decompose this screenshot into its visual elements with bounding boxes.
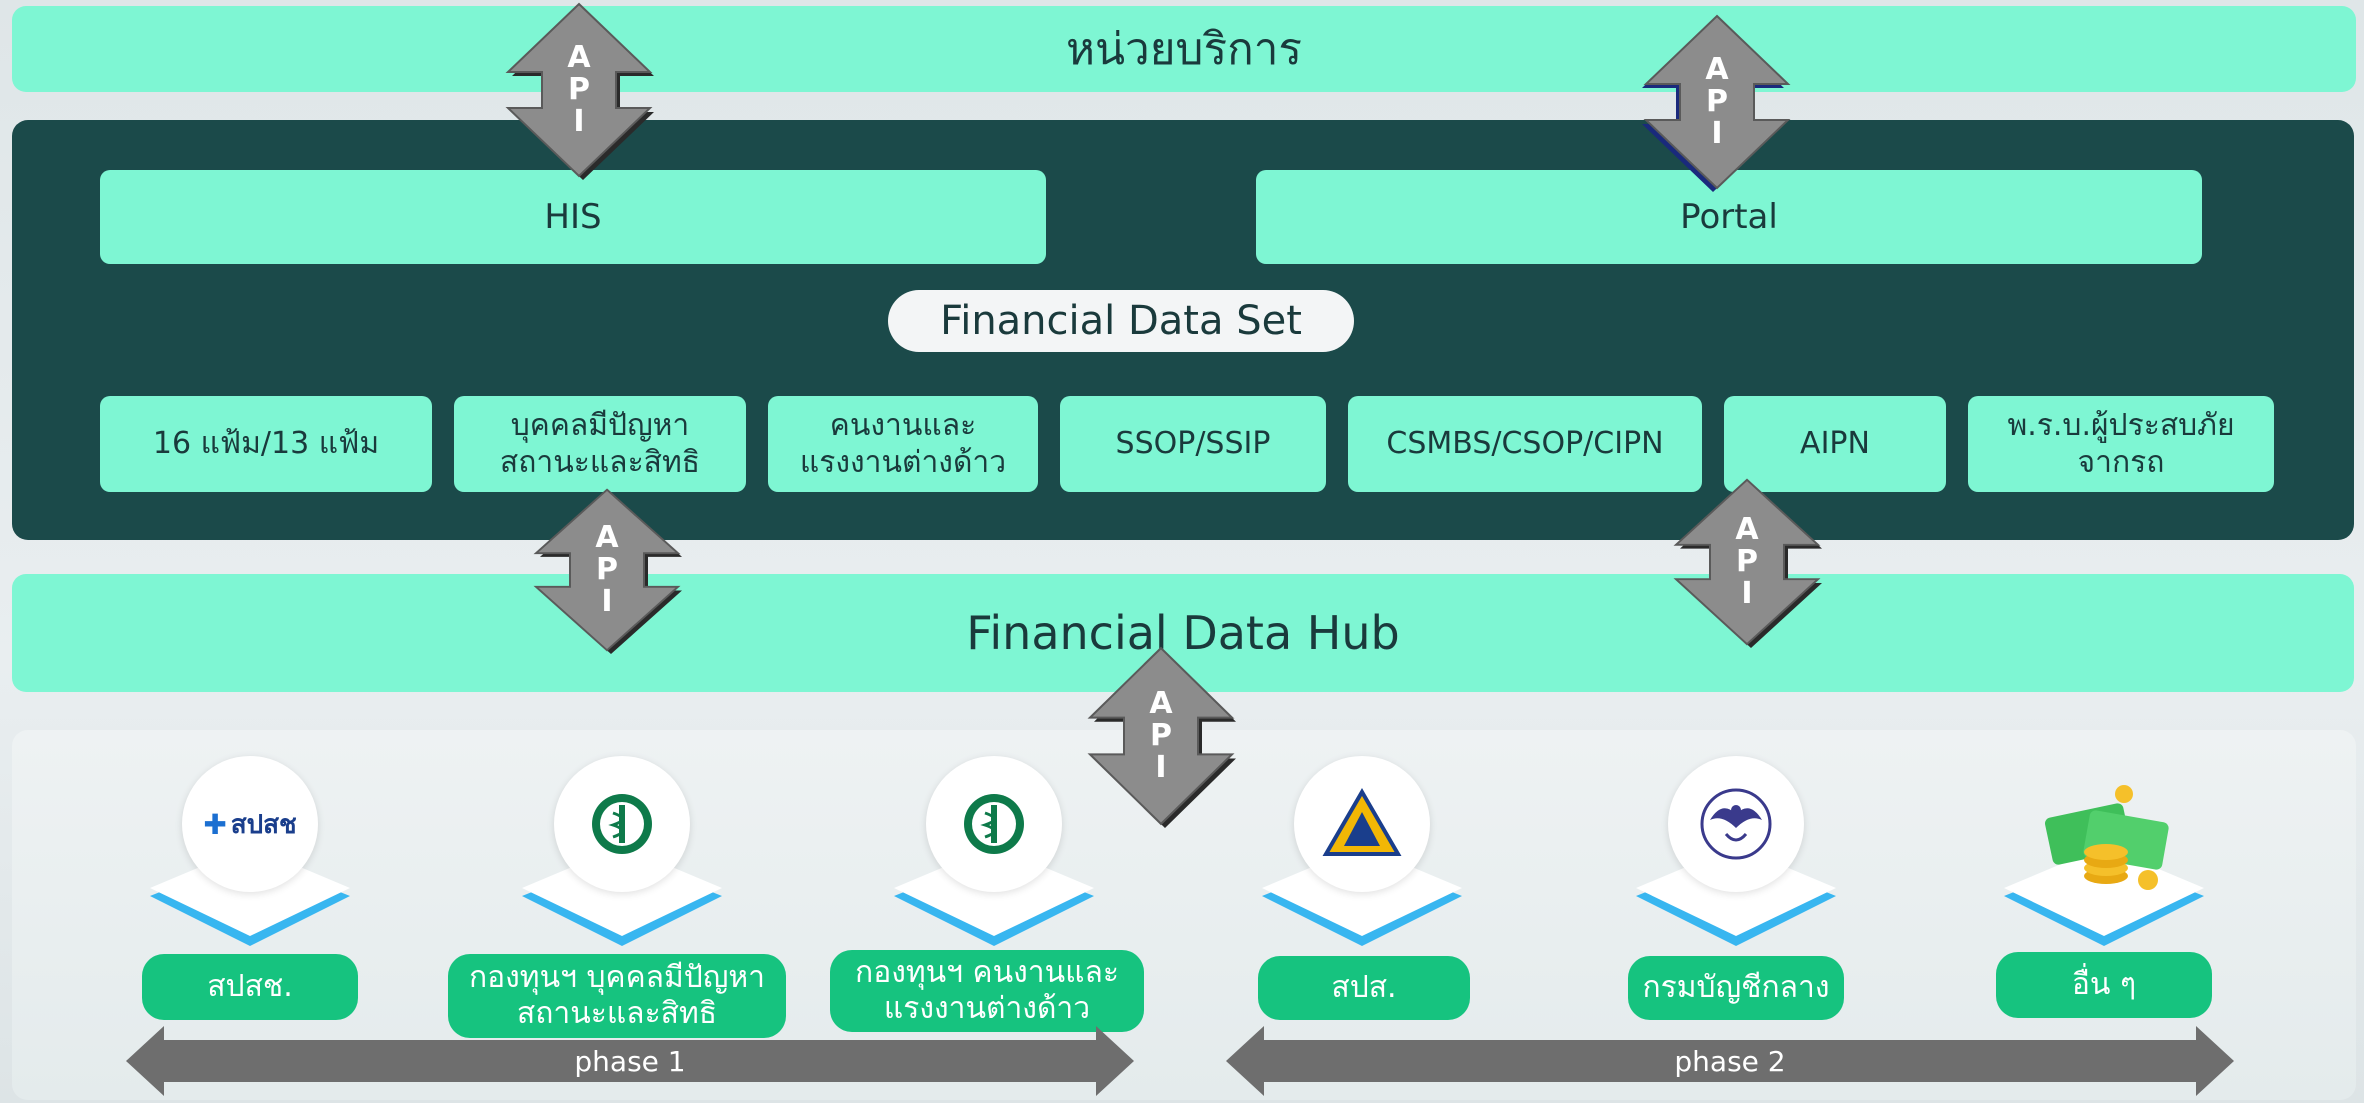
his-label: HIS	[544, 197, 602, 237]
agency-pill: สปส.	[1258, 956, 1470, 1020]
garuda-icon	[1700, 788, 1772, 860]
agency-name: อื่น ๆ	[2071, 967, 2137, 1002]
api-letter: P	[1150, 718, 1172, 753]
api-letter: A	[1735, 512, 1759, 547]
dataset-box: CSMBS/CSOP/CIPN	[1348, 396, 1702, 492]
api-arrow: A P I	[1086, 644, 1236, 828]
portal-label: Portal	[1680, 197, 1778, 237]
moph-emblem-icon	[592, 794, 652, 854]
moph-logo-icon	[554, 756, 690, 892]
api-double-arrow-icon	[505, 2, 654, 180]
dataset-box: 16 แฟ้ม/13 แฟ้ม	[100, 396, 432, 492]
phase-label: phase 2	[1674, 1044, 1786, 1078]
dataset-label: 16 แฟ้ม/13 แฟ้ม	[152, 426, 380, 462]
api-letter: I	[1741, 576, 1753, 611]
agency-name: สปส.	[1331, 970, 1397, 1005]
api-letter: P	[596, 552, 618, 587]
api-letter: I	[573, 104, 585, 139]
nhso-logo-icon: ✚ สปสช	[182, 756, 318, 892]
api-letter: A	[595, 520, 619, 555]
dataset-box: SSOP/SSIP	[1060, 396, 1326, 492]
api-double-arrow-icon	[1087, 646, 1236, 828]
sso-triangle-icon	[1322, 788, 1402, 856]
api-arrow: A P I	[504, 0, 654, 180]
dataset-label: พ.ร.บ.ผู้ประสบภัย จากรถ	[2007, 407, 2235, 481]
api-double-arrow-icon	[1673, 478, 1822, 648]
dataset-label: AIPN	[1800, 426, 1870, 462]
financial-data-set-pill: Financial Data Set	[888, 290, 1354, 352]
api-letter: P	[568, 72, 590, 107]
dataset-label: SSOP/SSIP	[1115, 426, 1271, 462]
dataset-box: บุคคลมีปัญหา สถานะและสิทธิ	[454, 396, 746, 492]
dataset-label: คนงานและ แรงงานต่างด้าว	[799, 407, 1007, 481]
agency-pill: กองทุนฯ คนงานและ แรงงานต่างด้าว	[830, 950, 1144, 1032]
service-unit-label: หน่วยบริการ	[1065, 24, 1303, 75]
dataset-box: คนงานและ แรงงานต่างด้าว	[768, 396, 1038, 492]
service-unit-bar: หน่วยบริการ	[12, 6, 2356, 92]
agency-name: กองทุนฯ บุคคลมีปัญหา สถานะและสิทธิ	[468, 960, 766, 1031]
dataset-box: AIPN	[1724, 396, 1946, 492]
agency-name: กรมบัญชีกลาง	[1642, 970, 1830, 1005]
financial-data-set-label: Financial Data Set	[940, 298, 1302, 344]
financial-data-hub-label: Financial Data Hub	[966, 606, 1400, 660]
moph-logo-icon	[926, 756, 1062, 892]
agency-pill: อื่น ๆ	[1996, 952, 2212, 1018]
agency-pill: กองทุนฯ บุคคลมีปัญหา สถานะและสิทธิ	[448, 954, 786, 1038]
api-letter: I	[1155, 750, 1167, 785]
nhso-logo-text: สปสช	[230, 809, 297, 840]
api-letter: I	[1711, 116, 1723, 151]
api-letter: P	[1736, 544, 1758, 579]
agency-name: กองทุนฯ คนงานและ แรงงานต่างด้าว	[855, 955, 1119, 1026]
agency-pill: สปสช.	[142, 954, 358, 1020]
sso-logo-icon	[1294, 756, 1430, 892]
agency-name: สปสช.	[207, 969, 293, 1004]
moph-emblem-icon	[964, 794, 1024, 854]
dataset-label: CSMBS/CSOP/CIPN	[1386, 426, 1664, 462]
api-double-arrow-icon	[533, 488, 682, 654]
api-letter: P	[1706, 84, 1728, 119]
api-letter: I	[601, 584, 613, 619]
phase-2-arrow: phase 2	[1226, 1026, 2234, 1096]
api-letter: A	[1149, 686, 1173, 721]
agency-pill: กรมบัญชีกลาง	[1628, 956, 1844, 1020]
portal-box: Portal	[1256, 170, 2202, 264]
dataset-box: พ.ร.บ.ผู้ประสบภัย จากรถ	[1968, 396, 2274, 492]
double-arrow-icon	[126, 1026, 1134, 1096]
api-letter: A	[1705, 52, 1729, 87]
money-icon	[2045, 785, 2169, 890]
phase-1-arrow: phase 1	[126, 1026, 1134, 1096]
his-box: HIS	[100, 170, 1046, 264]
double-arrow-icon	[1226, 1026, 2234, 1096]
api-arrow: A P I	[1642, 12, 1792, 192]
api-letter: A	[567, 40, 591, 75]
phase-label: phase 1	[574, 1044, 686, 1078]
dataset-label: บุคคลมีปัญหา สถานะและสิทธิ	[499, 407, 701, 481]
cgd-garuda-logo-icon	[1668, 756, 1804, 892]
api-arrow: A P I	[532, 486, 682, 654]
api-double-arrow-icon	[1642, 14, 1791, 192]
api-arrow: A P I	[1672, 476, 1822, 648]
